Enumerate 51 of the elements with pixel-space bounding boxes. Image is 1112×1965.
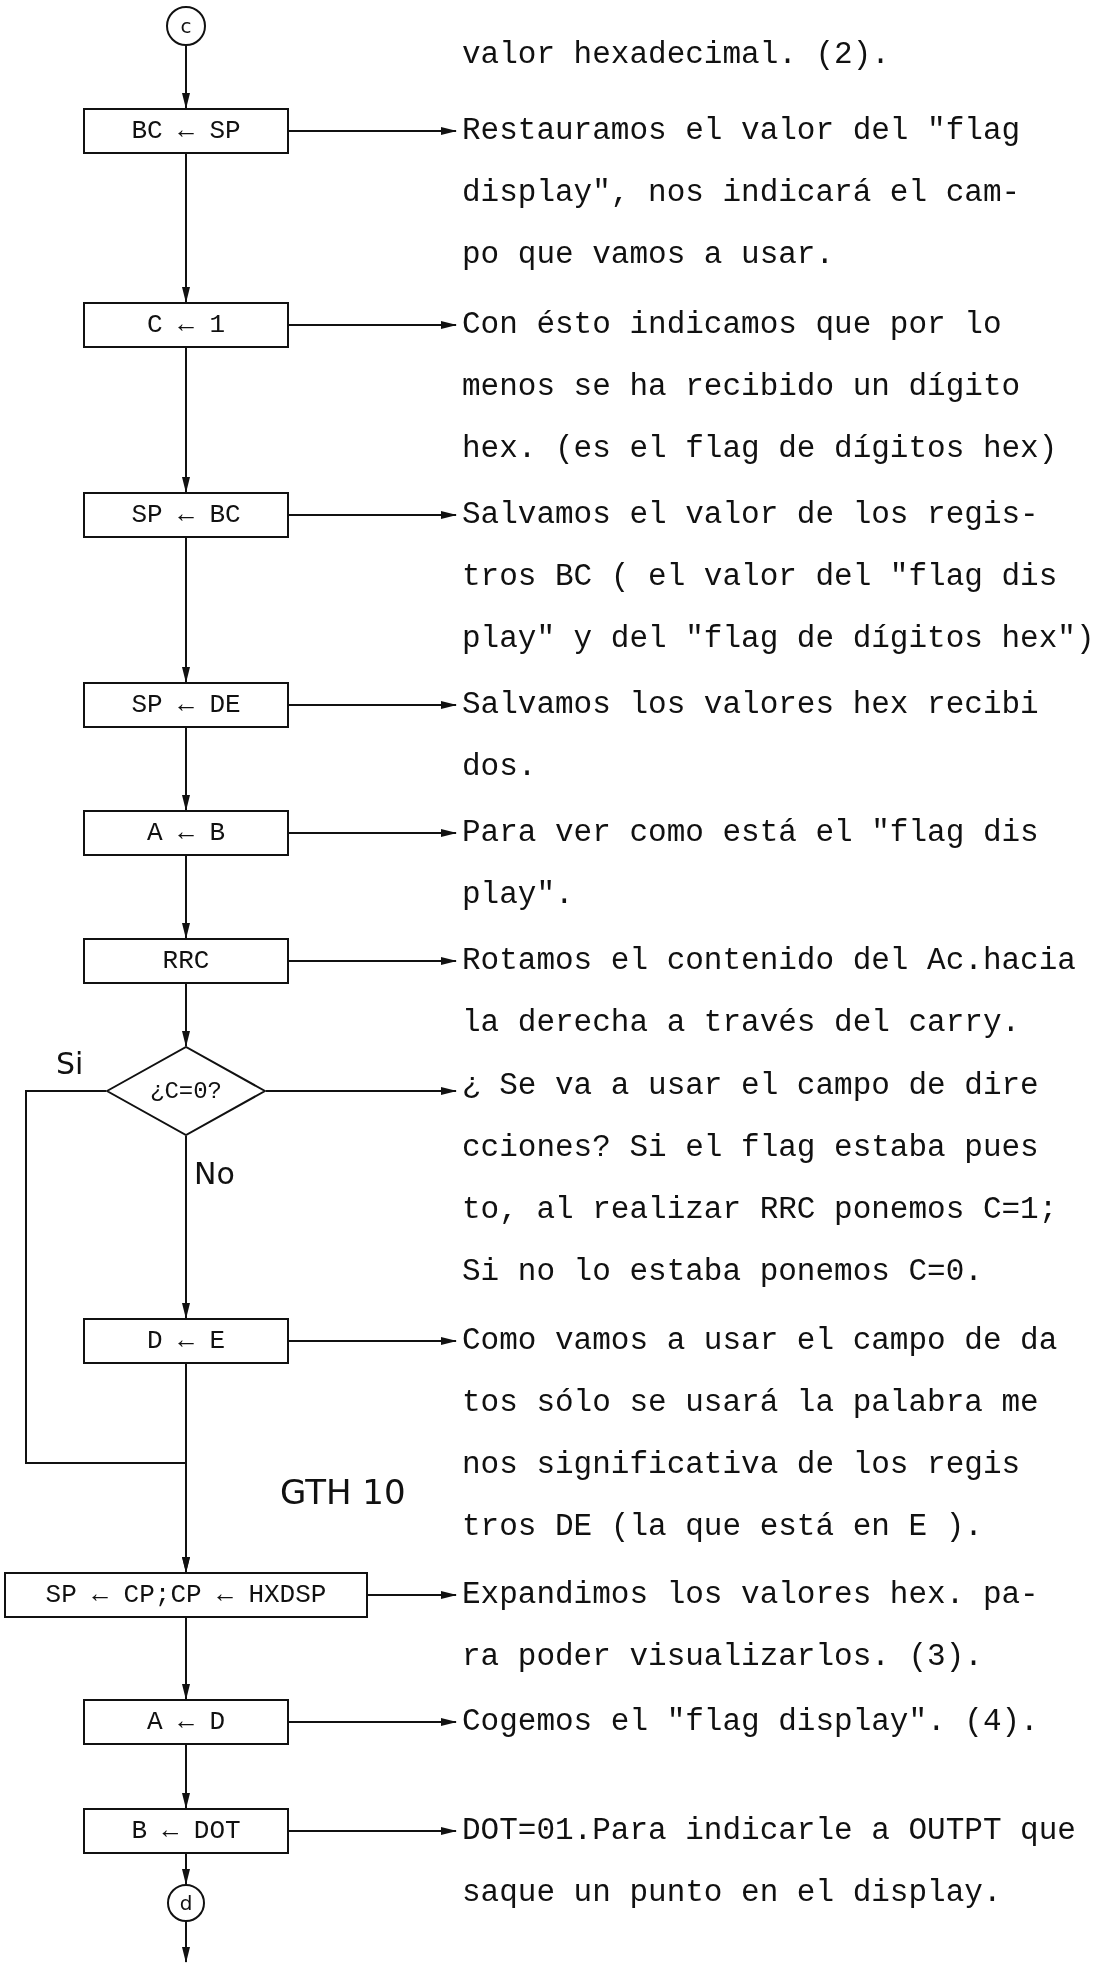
edge-label: Si [56,1046,84,1082]
process-box: SP ← BC [83,492,289,538]
process-box: D ← E [83,1318,289,1364]
arrow [182,1921,190,1963]
connector-circle: d [167,1884,205,1922]
label-text: GTH 10 [280,1472,406,1513]
process-box: RRC [83,938,289,984]
annotation-text: Con ésto indicamos que por lo menos se ha recibido un dígito hex. (es el flag de dígitos hex) [462,294,1086,480]
arrow [182,1853,190,1885]
annotation-text: Cogemos el "flag display". (4). [462,1691,1086,1753]
arrow [288,511,457,519]
arrow [367,1591,457,1599]
arrow [288,1337,457,1345]
arrow [288,829,457,837]
annotation-text: Para ver como está el "flag dis play". [462,802,1086,926]
connector-circle: c [166,6,206,46]
arrow [288,957,457,965]
continued-text: valor hexadecimal. (2). [462,36,890,74]
arrow [182,1744,190,1809]
decision-diamond: ¿C=0? [106,1046,266,1136]
process-box: A ← D [83,1699,289,1745]
process-box: C ← 1 [83,302,289,348]
arrow [182,727,190,811]
arrow [182,1135,190,1319]
arrow [182,855,190,939]
annotation-text: Expandimos los valores hex. pa- ra poder visualizarlos. (3). [462,1564,1086,1688]
arrow [182,347,190,493]
annotation-text: Salvamos el valor de los regis- tros BC ( el valor del "flag dis play" y del "flag de dígitos hex") [462,484,1104,670]
annotation-text: Como vamos a usar el campo de da tos sólo se usará la palabra me nos significativa de los regis tros DE (la que está en E ). [462,1310,1086,1558]
arrow [182,153,190,303]
arrow [182,983,190,1047]
process-box: SP ← DE [83,682,289,728]
process-box: BC ← SP [83,108,289,154]
arrow [265,1087,457,1095]
annotation-text: Rotamos el contenido del Ac.hacia la derecha a través del carry. [462,930,1086,1054]
edge-label: No [194,1156,235,1192]
annotation-text: Restauramos el valor del "flag display", nos indicará el cam- po que vamos a usar. [462,100,1058,286]
arrow [288,127,457,135]
process-box: SP ← CP;CP ← HXDSP [4,1572,368,1618]
annotation-text: DOT=01.Para indicarle a OUTPT que saque un punto en el display. [462,1800,1095,1924]
arrow [288,701,457,709]
annotation-text: Salvamos los valores hex recibi dos. [462,674,1086,798]
arrow [182,537,190,683]
arrow [288,1827,457,1835]
process-box: A ← B [83,810,289,856]
arrow [288,1718,457,1726]
arrow [288,321,457,329]
annotation-text: ¿ Se va a usar el campo de dire cciones? Si el flag estaba pues to, al realizar RRC ponemos C=1; Si no lo estaba ponemos C=0. [462,1055,1086,1303]
arrow [182,45,190,109]
process-box: B ← DOT [83,1808,289,1854]
arrow [182,1617,190,1700]
